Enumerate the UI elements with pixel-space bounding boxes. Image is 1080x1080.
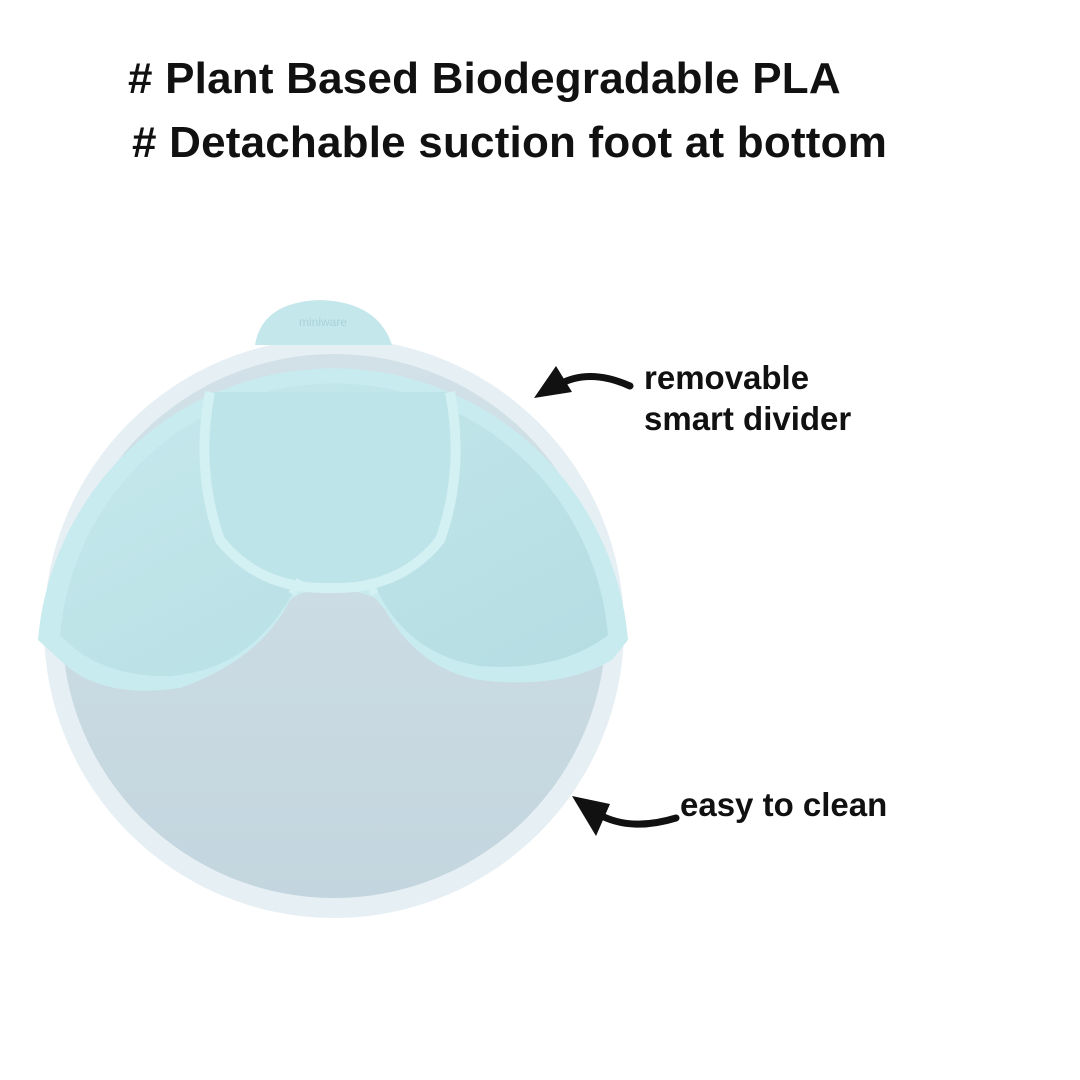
plate-tab: miniware xyxy=(255,300,392,345)
headline-suction-foot: # Detachable suction foot at bottom xyxy=(132,118,888,167)
arrow-to-divider-icon xyxy=(534,366,634,398)
callout-removable-divider: removable smart divider xyxy=(644,357,851,439)
brand-logo: miniware xyxy=(299,315,347,329)
smart-divider xyxy=(38,368,628,691)
callout-easy-to-clean: easy to clean xyxy=(680,786,888,823)
callout-line: removable xyxy=(644,359,810,396)
headline-material: # Plant Based Biodegradable PLA xyxy=(128,54,841,103)
arrow-to-plate-icon xyxy=(572,796,680,836)
callout-line: smart divider xyxy=(644,400,852,437)
